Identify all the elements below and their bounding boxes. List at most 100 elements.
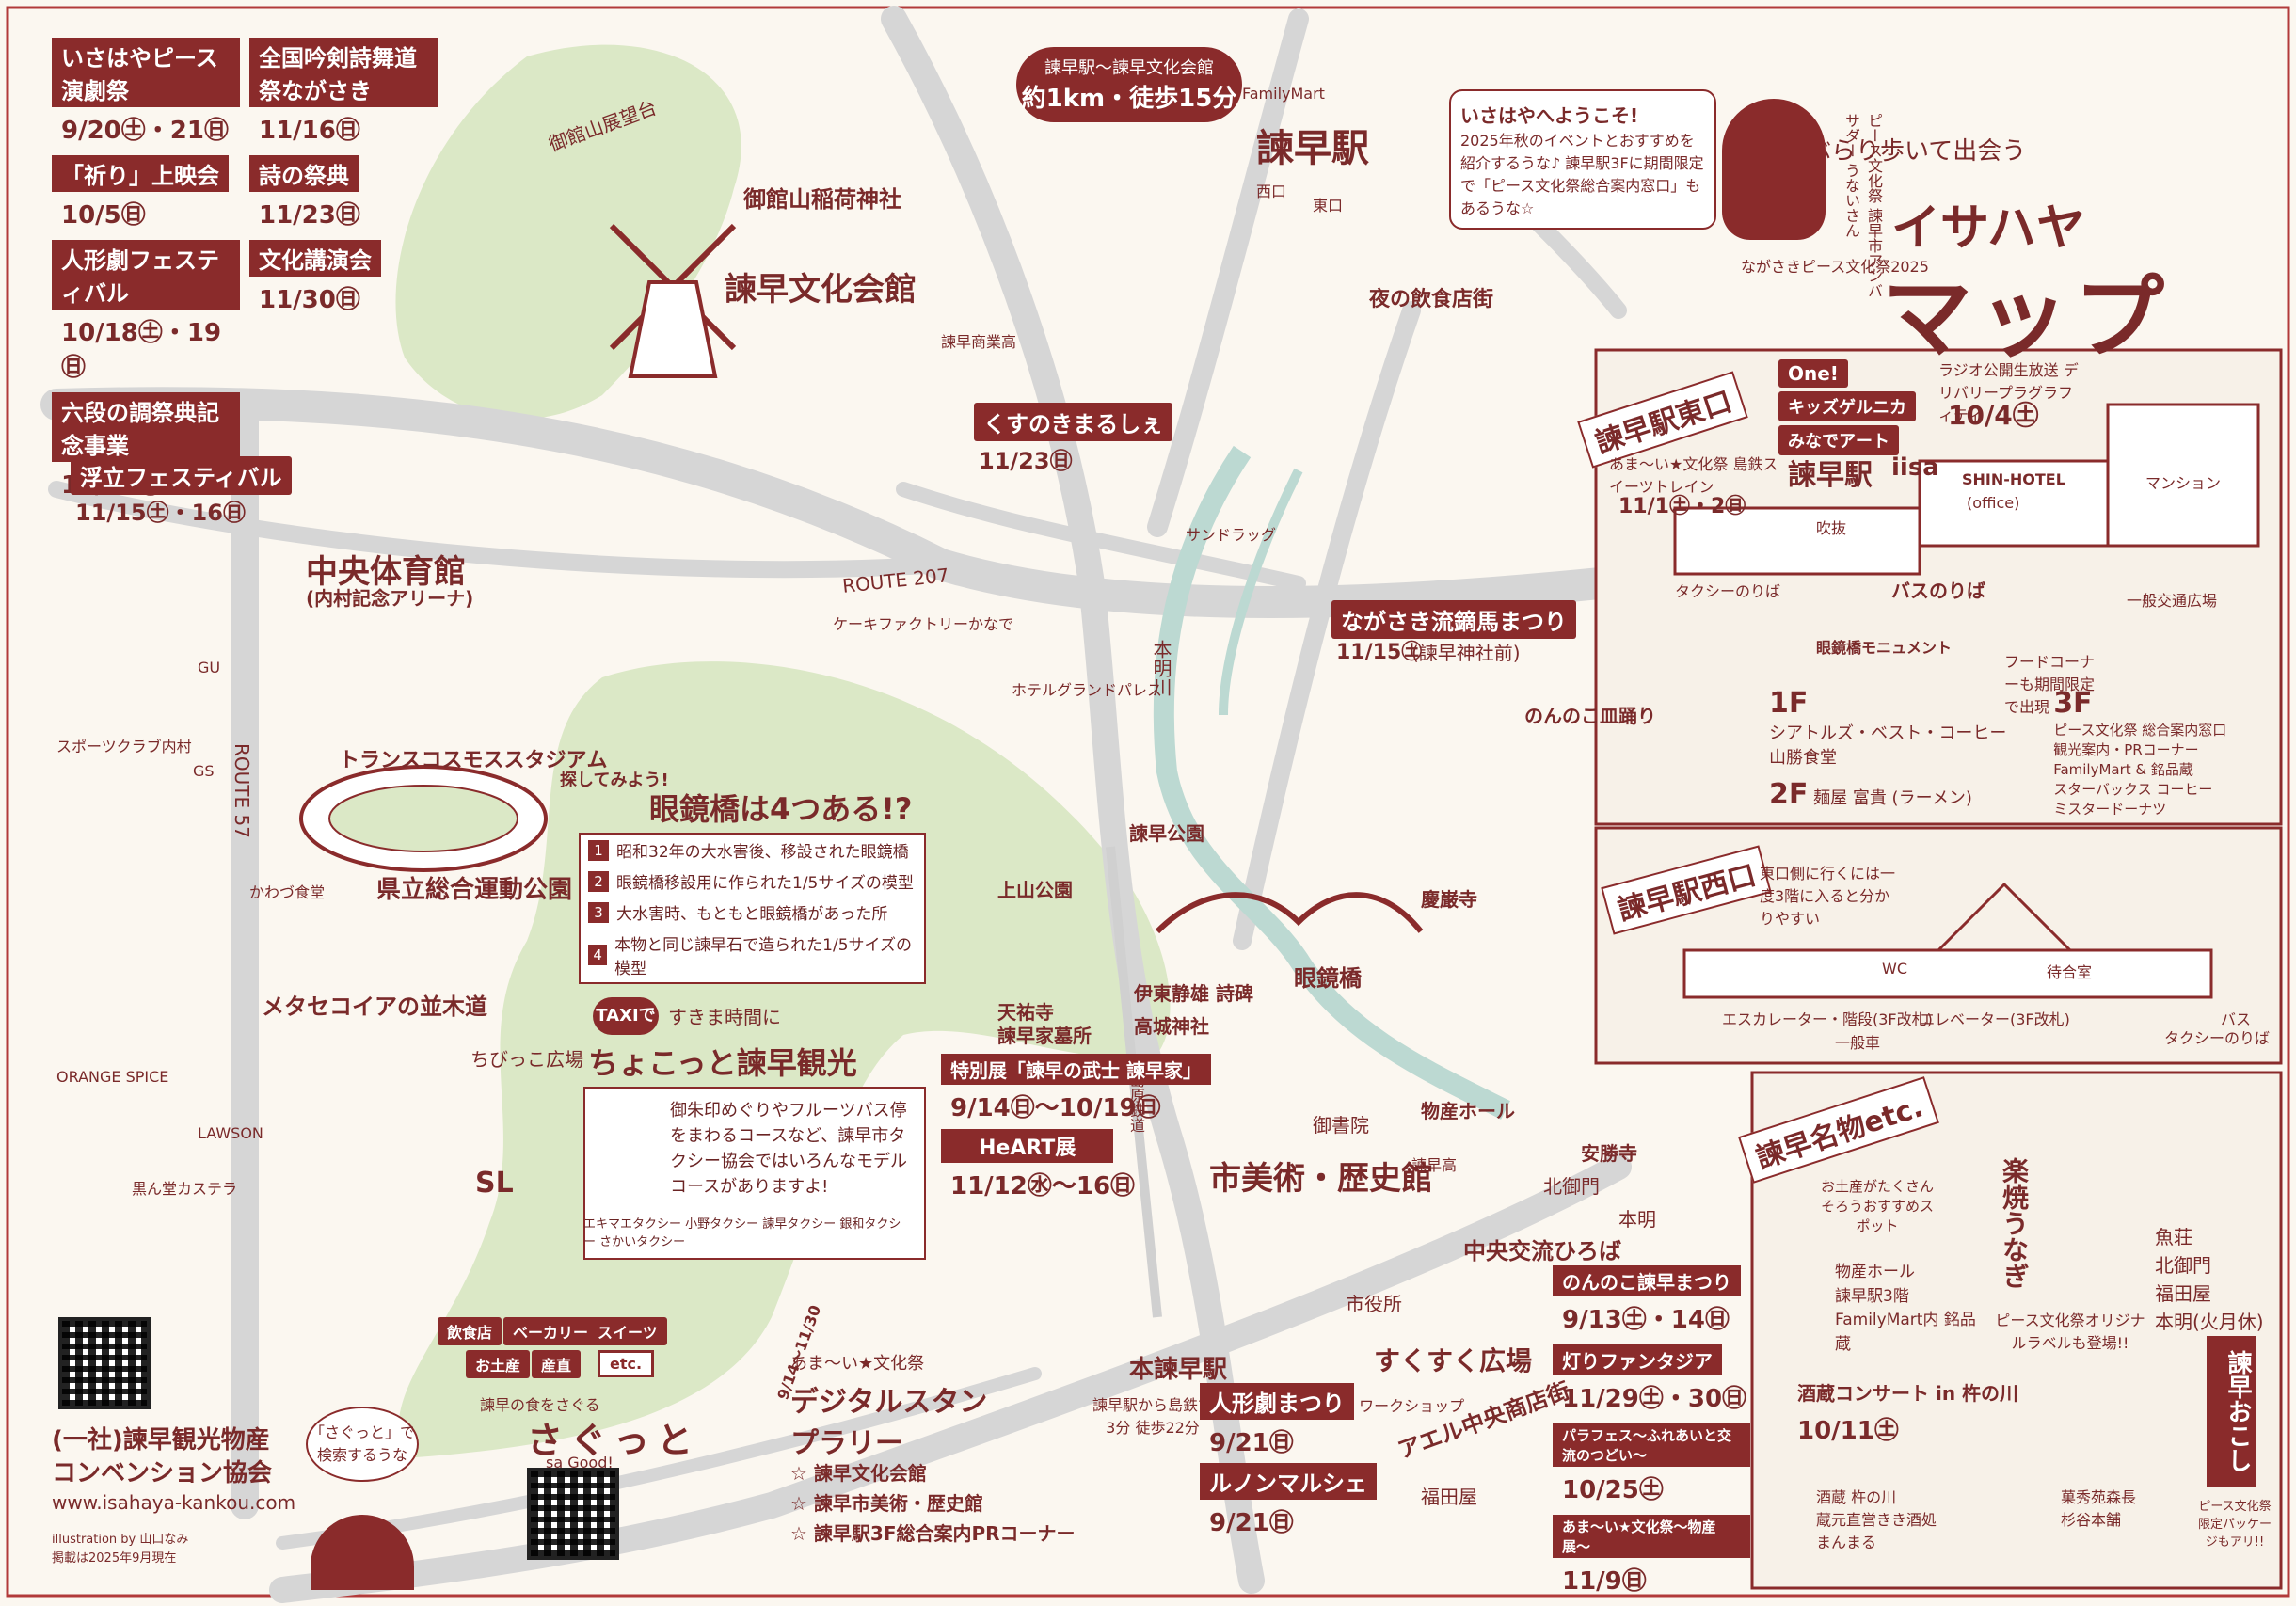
- label-familymart: FamilyMart: [1242, 85, 1325, 103]
- east-fukudo: 吹抜: [1816, 519, 1847, 537]
- event-item: パラフェス〜ふれあいと交流のつどい〜 10/25㊏: [1553, 1423, 1750, 1505]
- event-title: 「祈り」上映会: [52, 155, 229, 192]
- list-item: 物産ホール: [1835, 1263, 1915, 1281]
- label-lawson: LAWSON: [198, 1124, 263, 1142]
- list-item: 杉谷本舗: [2061, 1511, 2122, 1529]
- east-hotel: SHIN-HOTEL: [1962, 470, 2065, 488]
- floor-shop: 麺屋 富貴 (ラーメン): [1813, 788, 1972, 808]
- event-title: 六段の調祭典記念事業: [52, 392, 240, 462]
- special-exhibit-1: 特別展「諫早の武士 諫早家」 9/14㊐〜10/19㊐: [941, 1054, 1211, 1133]
- west-exit-note: 東口側に行くには一度3階に入ると分かりやすい: [1760, 865, 1896, 928]
- quiz-item-text: 大水害時、もともと眼鏡橋があった所: [616, 905, 888, 924]
- sagutto-cat: ベーカリー: [503, 1317, 598, 1345]
- label-cake-factory: ケーキファクトリーかなで: [833, 615, 1014, 633]
- event-item: あま〜い★文化祭〜物産展〜11/9㊐: [1553, 1515, 1750, 1597]
- taxi-companies: エキマエタクシー 小野タクシー 諫早タクシー 銀和タクシー さかいタクシー: [583, 1217, 901, 1249]
- event-date: 10/25㊏: [1562, 1476, 1664, 1504]
- label-ito-shisui: 伊東静雄 詩碑: [1134, 982, 1253, 1005]
- label-kitamikado: 北御門: [1543, 1175, 1600, 1198]
- ukitate-fes-date: 11/15㊏・16㊐: [75, 500, 246, 526]
- label-bussan-hall: 物産ホール: [1421, 1100, 1515, 1122]
- label-inari-shrine[interactable]: 御館山稲荷神社: [743, 186, 901, 213]
- okoshi-label: 諫早おこし: [2207, 1336, 2256, 1487]
- nonnoko-sara-label: のんのこ皿踊り: [1524, 705, 1656, 727]
- label-transcosmos[interactable]: トランスコスモススタジアム: [339, 749, 608, 772]
- floor-shop: 観光案内・PRコーナー: [2053, 741, 2199, 758]
- label-isahaya-shogyo: 諫早商業高: [941, 333, 1017, 351]
- label-megane-bashi[interactable]: 眼鏡橋: [1294, 965, 1362, 992]
- west-label-wc: WC: [1882, 960, 1907, 978]
- map-title-line2: マップ: [1882, 265, 2170, 371]
- label-sundrug: サンドラッグ: [1186, 526, 1277, 544]
- sagutto-qr-code[interactable]: [527, 1468, 619, 1560]
- west-label-waiting: 待合室: [2047, 963, 2093, 981]
- east-exit-shops: One! キッズゲルニカ みなでアート: [1778, 358, 1920, 457]
- shop-tag: キッズゲルニカ: [1778, 391, 1916, 421]
- org-name-2: コンベンション協会: [52, 1459, 273, 1487]
- walk-info-route: 諫早駅〜諫早文化会館: [1044, 58, 1214, 78]
- quiz-item-text: 昭和32年の大水害後、移設された眼鏡橋: [616, 843, 909, 862]
- exhibit-title: 特別展「諫早の武士 諫早家」: [941, 1054, 1211, 1085]
- west-label-taxi: タクシーのりば: [2164, 1029, 2271, 1047]
- special-exhibit-2: HeART展 11/12㊌〜16㊐: [941, 1129, 1135, 1211]
- label-sukusuku[interactable]: すくすく広場: [1374, 1345, 1533, 1376]
- label-chuo-taiikukan[interactable]: 中央体育館: [306, 553, 466, 591]
- label-chuo-koryu[interactable]: 中央交流ひろば: [1463, 1238, 1621, 1264]
- list-item: ☆ 諫早駅3F総合案内PRコーナー: [790, 1522, 1076, 1545]
- mascot-side-label: ピース文化祭 諫早市アンバサダー うないさん: [1842, 113, 1883, 299]
- org-url[interactable]: www.isahaya-kankou.com: [52, 1491, 296, 1514]
- okoshi-shops: 菓秀苑森長 杉谷本舗: [2061, 1487, 2136, 1532]
- event-date: 10/5㊐: [61, 201, 146, 230]
- event-title: 全国吟剣詩舞道祭ながさき: [249, 38, 438, 107]
- mascot-speech: いさはやへようこそ! 2025年秋のイベントとおすすめを紹介するうな♪ 諫早駅3…: [1449, 89, 1716, 230]
- label-kawazu: かわづ食堂: [249, 883, 326, 901]
- label-kuroshin: 黒ん堂カステラ: [132, 1180, 238, 1198]
- list-item: 北御門: [2155, 1254, 2211, 1277]
- org-qr-code[interactable]: [58, 1317, 151, 1409]
- taxi-subtitle: すきま時間に: [668, 1006, 781, 1028]
- list-item: 福田屋: [2155, 1282, 2211, 1305]
- label-tenyuji: 天祐寺: [997, 1001, 1054, 1024]
- sagutto-balloon: 「さぐっと」で検索するうな: [306, 1407, 419, 1482]
- label-promo: ピース文化祭オリジナルラベルも登場!!: [1995, 1312, 2145, 1352]
- map-subtitle: ぶらり歩いて出会う: [1807, 137, 2027, 166]
- label-bunka-kaikan[interactable]: 諫早文化会館: [725, 271, 917, 309]
- sagutto-name[interactable]: さぐっと: [527, 1420, 701, 1461]
- unagi-shops: 魚荘 北御門 福田屋 本明(火月休): [2155, 1223, 2264, 1336]
- label-gu: GU: [198, 659, 221, 676]
- event-title: ルノンマルシェ: [1200, 1463, 1377, 1500]
- label-metasequoia: メタセコイアの並木道: [262, 994, 487, 1020]
- exhibit-date: 9/14㊐〜10/19㊐: [950, 1094, 1161, 1122]
- event-date: 11/16㊐: [259, 117, 360, 145]
- event-title: パラフェス〜ふれあいと交流のつどい〜: [1553, 1423, 1750, 1467]
- taxi-title: ちょこっと諫早観光: [588, 1045, 857, 1081]
- floor-shop: シアトルズ・ベスト・コーヒー: [1769, 723, 2007, 743]
- event-item: 全国吟剣詩舞道祭ながさき 11/16㊐: [249, 38, 438, 146]
- east-station-name[interactable]: 諫早駅: [1788, 459, 1873, 492]
- kusunoki-marche-date: 11/23㊐: [979, 448, 1073, 474]
- list-item: 諫早駅3階 FamilyMart内 銘品蔵: [1835, 1286, 1976, 1354]
- exhibit-date: 11/12㊌〜16㊐: [950, 1172, 1136, 1201]
- label-isahaya-station[interactable]: 諫早駅: [1256, 127, 1369, 170]
- stamp-rally-title: デジタルスタンプラリー: [790, 1386, 988, 1460]
- label-prefectural-park[interactable]: 県立総合運動公園: [376, 876, 573, 904]
- floor-label: 1F: [1769, 687, 1809, 720]
- hon-isahaya-title[interactable]: 本諫早駅: [1129, 1356, 1228, 1384]
- event-sub: ワークショップ: [1359, 1397, 1465, 1415]
- exhibit-title: HeART展: [941, 1129, 1114, 1163]
- mascot-text: 2025年秋のイベントとおすすめを紹介するうな♪ 諫早駅3Fに期間限定で「ピース…: [1460, 132, 1704, 217]
- east-radio-date: 10/4㊏: [1948, 400, 2039, 431]
- center-event-1: 人形劇まつり ワークショップ 9/21㊐: [1200, 1383, 1464, 1468]
- label-museum[interactable]: 市美術・歴史館: [1209, 1160, 1433, 1198]
- label-isahaya-park[interactable]: 諫早公園: [1129, 822, 1204, 845]
- floor-shop: ミスタードーナツ: [2053, 801, 2167, 818]
- event-title: 文化講演会: [249, 240, 381, 277]
- label-uwayama-park[interactable]: 上山公園: [997, 879, 1073, 901]
- east-monument: 眼鏡橋モニュメント: [1816, 639, 1953, 657]
